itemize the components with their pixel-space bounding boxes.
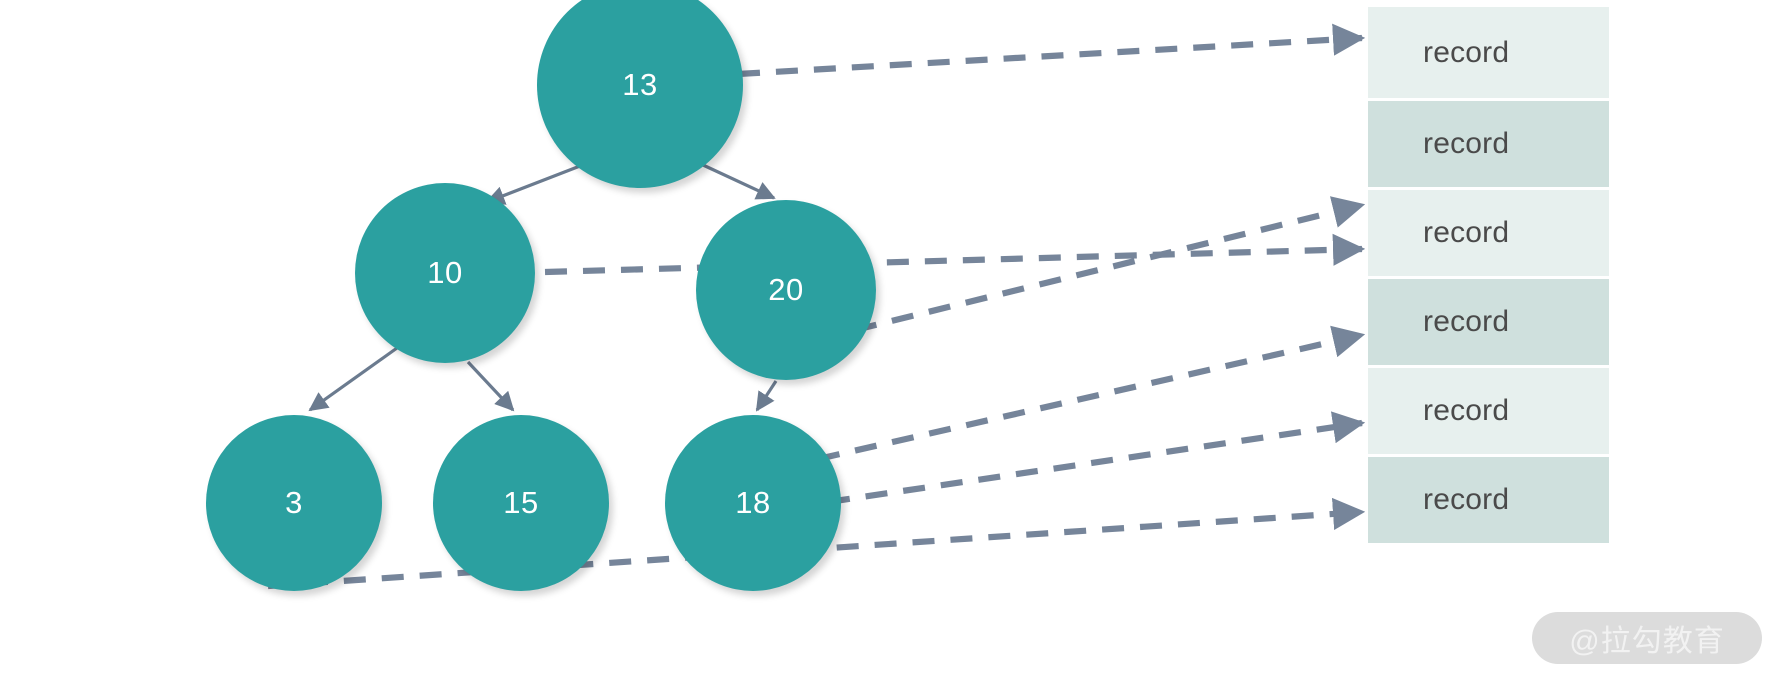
tree-edge-13-10 xyxy=(485,164,581,205)
tree-node-20[interactable]: 20 xyxy=(696,200,876,380)
pointer-edge-18-record-5 xyxy=(827,411,1366,506)
tree-edge-13-20 xyxy=(702,163,776,200)
record-row[interactable]: record xyxy=(1368,368,1609,454)
watermark-badge: @拉勾教育 xyxy=(1532,612,1762,664)
tree-node-label: 15 xyxy=(503,485,539,520)
record-row[interactable]: record xyxy=(1368,457,1609,543)
tree-node-label: 18 xyxy=(735,485,771,520)
tree-node-label: 13 xyxy=(622,67,658,102)
tree-node-10[interactable]: 10 xyxy=(355,183,535,363)
record-label: record xyxy=(1423,305,1510,338)
tree-edge-10-3 xyxy=(308,346,398,412)
pointer-edge-20-record-2 xyxy=(544,233,1366,276)
record-label: record xyxy=(1423,394,1510,427)
record-row[interactable]: record xyxy=(1368,190,1609,276)
record-label: record xyxy=(1423,483,1510,516)
record-row[interactable]: record xyxy=(1368,7,1609,98)
tree-edge-10-15 xyxy=(466,360,515,412)
tree-node-15[interactable]: 15 xyxy=(433,415,609,591)
record-row[interactable]: record xyxy=(1368,101,1609,187)
record-row[interactable]: record xyxy=(1368,279,1609,365)
tree-node-label: 10 xyxy=(427,255,463,290)
tree-node-13[interactable]: 13 xyxy=(537,0,743,188)
record-label: record xyxy=(1423,35,1510,69)
tree-node-label: 3 xyxy=(285,485,303,520)
tree-node-label: 20 xyxy=(768,272,804,307)
record-label: record xyxy=(1423,127,1510,160)
tree-node-18[interactable]: 18 xyxy=(665,415,841,591)
pointer-edge-18-record-4 xyxy=(817,325,1366,463)
tree-edge-group xyxy=(308,163,778,412)
watermark-label: @拉勾教育 xyxy=(1569,625,1725,658)
pointer-edge-13-record-1 xyxy=(737,23,1366,78)
pointer-edge-10-record-3 xyxy=(854,196,1366,334)
tree-node-3[interactable]: 3 xyxy=(206,415,382,591)
record-label: record xyxy=(1423,216,1510,249)
tree-edge-20-18 xyxy=(755,380,778,412)
